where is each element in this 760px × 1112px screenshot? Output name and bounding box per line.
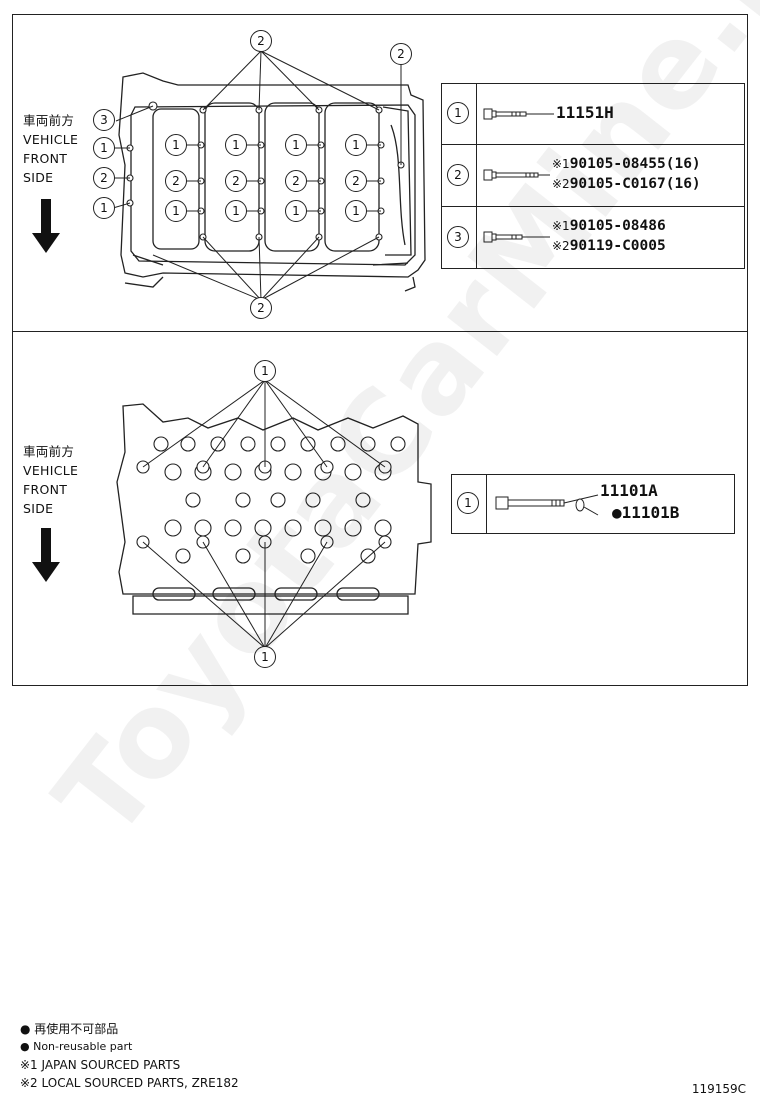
flange-bolt-icon (483, 108, 554, 120)
callout-1-top-head: 1 (254, 360, 276, 382)
row-index-head-bolt: 1 (457, 492, 479, 514)
top-diagram-panel: 車両前方 VEHICLE FRONT SIDE (12, 14, 748, 332)
callout-2-r2c1: 2 (165, 170, 187, 192)
callout-2-top: 2 (250, 30, 272, 52)
vehicle-front-side-label-2: 車両前方 VEHICLE FRONT SIDE (23, 442, 78, 518)
part-number-11151h: 11151H (556, 103, 614, 122)
callout-1-r3c4: 1 (345, 200, 367, 222)
part-number-90105-08455: ※190105-08455(16) (552, 156, 701, 172)
callout-1-r1c2: 1 (225, 134, 247, 156)
legend-line-3: ※1 JAPAN SOURCED PARTS (20, 1058, 181, 1072)
head-bolt-row: 1 11101A ●11101B (452, 475, 734, 533)
callout-3-left: 3 (93, 109, 115, 131)
legend-line-2: ● Non-reusable part (20, 1040, 133, 1053)
row-index-2: 2 (447, 164, 469, 186)
row-index-3: 3 (447, 226, 469, 248)
bottom-parts-table: 1 11101A ●11101B (451, 474, 735, 534)
side-label-line3: SIDE (23, 170, 54, 185)
top-parts-table: 1 11151H 2 ※190105-08455(16) ※290105-C01… (441, 83, 745, 269)
part-number-11101a: 11101A (600, 481, 658, 500)
long-bolt-icon (483, 169, 550, 181)
side-label-line1: VEHICLE (23, 132, 79, 147)
callout-1-left-b: 1 (93, 197, 115, 219)
figure-number: 119159C (691, 1082, 746, 1096)
part-number-90119-c0005: ※290119-C0005 (552, 238, 666, 254)
head-bolt-washer-icon (495, 494, 599, 516)
side-label-line1-2: VEHICLE (23, 463, 79, 478)
parts-row-1: 1 11151H (442, 84, 744, 144)
row-index-1: 1 (447, 102, 469, 124)
callout-1-r1c1: 1 (165, 134, 187, 156)
callout-1-bottom-head: 1 (254, 646, 276, 668)
callout-1-r1c4: 1 (345, 134, 367, 156)
callout-1-r3c3: 1 (285, 200, 307, 222)
front-direction-arrow-icon-2 (32, 528, 60, 582)
callout-2-r2c3: 2 (285, 170, 307, 192)
legend-line-4: ※2 LOCAL SOURCED PARTS, ZRE182 (20, 1076, 239, 1090)
side-label-jp: 車両前方 (23, 113, 75, 128)
parts-row-3: 3 ※190105-08486 ※290119-C0005 (442, 206, 744, 269)
callout-2-right: 2 (390, 43, 412, 65)
cylinder-head-cover-drawing (112, 50, 426, 301)
part-number-90105-08486: ※190105-08486 (552, 218, 666, 234)
callout-1-r3c2: 1 (225, 200, 247, 222)
callout-1-r1c3: 1 (285, 134, 307, 156)
side-label-line2: FRONT (23, 151, 68, 166)
callout-1-left-a: 1 (93, 137, 115, 159)
vehicle-front-side-label: 車両前方 VEHICLE FRONT SIDE (23, 111, 78, 187)
bolt-icon (483, 231, 550, 243)
side-label-jp-2: 車両前方 (23, 444, 75, 459)
legend: ● 再使用不可部品 ● Non-reusable part ※1 JAPAN S… (20, 1020, 239, 1092)
side-label-line3-2: SIDE (23, 501, 54, 516)
side-label-line2-2: FRONT (23, 482, 68, 497)
front-direction-arrow-icon (32, 199, 60, 253)
callout-1-r3c1: 1 (165, 200, 187, 222)
part-number-90105-c0167: ※290105-C0167(16) (552, 176, 701, 192)
part-number-11101b: ●11101B (612, 503, 680, 522)
callout-2-r2c4: 2 (345, 170, 367, 192)
callout-2-bottom: 2 (250, 297, 272, 319)
callout-2-r2c2: 2 (225, 170, 247, 192)
legend-line-1: ● 再使用不可部品 (20, 1022, 119, 1036)
parts-row-2: 2 ※190105-08455(16) ※290105-C0167(16) (442, 144, 744, 207)
callout-2-left: 2 (93, 167, 115, 189)
cylinder-head-drawing (116, 379, 432, 649)
bottom-diagram-panel: 車両前方 VEHICLE FRONT SIDE (12, 331, 748, 686)
